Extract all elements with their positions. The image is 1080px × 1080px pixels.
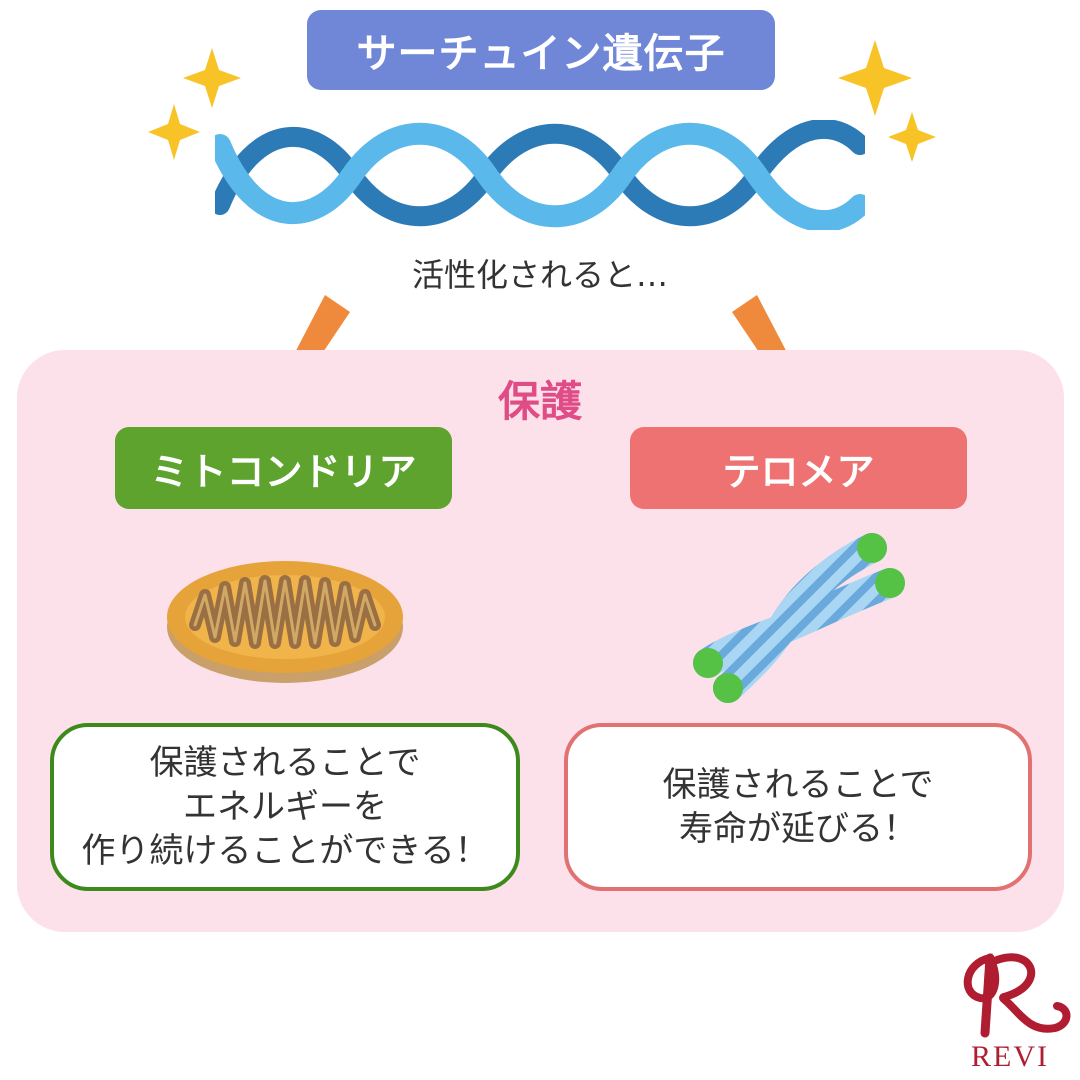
mitochondria-icon bbox=[167, 561, 403, 683]
description-line: 寿命が延びる！ bbox=[679, 809, 917, 849]
telomere-end bbox=[875, 568, 905, 598]
title-text: サーチュイン遺伝子 bbox=[356, 31, 726, 77]
sparkles-layer bbox=[148, 40, 936, 162]
sparkle-icon bbox=[148, 104, 200, 160]
sparkle-icon bbox=[838, 40, 912, 116]
telomere-end bbox=[857, 533, 887, 563]
telomere-label-badge: テロメア bbox=[630, 427, 967, 509]
chromosome-icon bbox=[693, 533, 905, 703]
revi-logo-icon bbox=[963, 953, 1071, 1038]
description-line: エネルギーを bbox=[183, 787, 387, 827]
activation-caption: 活性化されると… bbox=[411, 256, 668, 294]
dna-helix-icon bbox=[215, 120, 865, 230]
revi-logo-text: REVI bbox=[971, 1040, 1049, 1073]
telomere-end bbox=[713, 673, 743, 703]
mitochondria-description: 保護されることで エネルギーを 作り続けることができる！ bbox=[50, 723, 520, 891]
mitochondria-label-badge: ミトコンドリア bbox=[115, 427, 452, 509]
protect-heading: 保護 bbox=[497, 376, 582, 426]
description-line: 作り続けることができる！ bbox=[81, 831, 489, 871]
telomere-description: 保護されることで 寿命が延びる！ bbox=[564, 723, 1032, 891]
title-badge: サーチュイン遺伝子 bbox=[307, 10, 775, 90]
sparkle-icon bbox=[888, 112, 936, 162]
description-line: 保護されることで bbox=[662, 765, 934, 805]
description-line: 保護されることで bbox=[149, 743, 421, 783]
mitochondria-label: ミトコンドリア bbox=[150, 449, 417, 494]
sparkle-icon bbox=[183, 48, 241, 108]
telomere-end bbox=[693, 648, 723, 678]
telomere-label: テロメア bbox=[722, 449, 875, 494]
